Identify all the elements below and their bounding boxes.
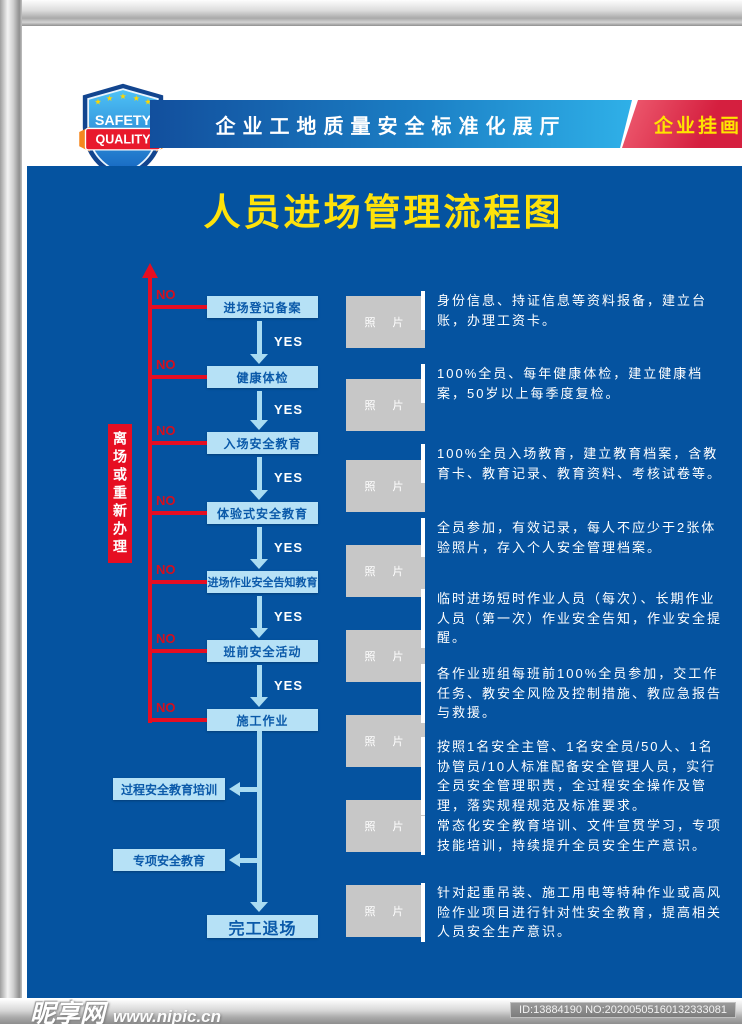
yes-arrow-head-icon (250, 420, 268, 430)
svg-text:★: ★ (144, 97, 151, 106)
photo-placeholder: 照 片 (346, 379, 425, 431)
header-title-bar: 企业工地质量安全标准化展厅 (150, 100, 632, 148)
yes-arrow-head-icon (250, 628, 268, 638)
yes-label: YES (274, 609, 304, 624)
step-description: 全员参加，有效记录，每人不应少于2张体验照片，存入个人安全管理档案。 (421, 518, 725, 557)
frame-top (0, 0, 742, 26)
step-description: 100%全员、每年健康体检，建立健康档案，50岁以上每季度复检。 (421, 364, 725, 403)
flow-step-5: 进场作业安全告知教育 (207, 571, 318, 593)
return-line (148, 278, 152, 723)
yes-arrow-line (257, 457, 262, 490)
side-step-1: 过程安全教育培训 (113, 778, 225, 800)
no-label: NO (156, 631, 176, 646)
yes-arrow-line (257, 391, 262, 420)
yes-label: YES (274, 678, 304, 693)
step-description: 各作业班组每班前100%全员参加，交工作任务、教安全风险及控制措施、教应急报告与… (421, 664, 725, 723)
yes-arrow-head-icon (250, 490, 268, 500)
trunk-line (257, 731, 262, 903)
footer-bar: 昵享网 www.nipic.cn ID:13884190 NO:20200505… (0, 998, 742, 1024)
step-description: 按照1名安全主管、1名安全员/50人、1名协管员/10人标准配备安全管理人员，实… (421, 737, 725, 815)
badge-bottom-label: QUALITY (96, 133, 152, 147)
yes-arrow-line (257, 527, 262, 559)
photo-placeholder: 照 片 (346, 545, 425, 597)
side-arrow-head-icon (229, 853, 240, 867)
yes-arrow-head-icon (250, 354, 268, 364)
flow-step-6: 班前安全活动 (207, 640, 318, 662)
header-tag-label: 企业挂画 (653, 115, 742, 137)
yes-arrow-line (257, 596, 262, 628)
yes-arrow-line (257, 665, 262, 697)
no-branch-line (150, 718, 207, 722)
photo-placeholder: 照 片 (346, 630, 425, 682)
svg-text:★: ★ (94, 97, 101, 106)
photo-placeholder: 照 片 (346, 800, 425, 852)
flow-step-4: 体验式安全教育 (207, 502, 318, 524)
flow-step-2: 健康体检 (207, 366, 318, 388)
yes-label: YES (274, 470, 304, 485)
photo-placeholder: 照 片 (346, 715, 425, 767)
no-branch-line (150, 649, 207, 653)
yes-label: YES (274, 334, 304, 349)
step-description: 身份信息、持证信息等资料报备，建立台账，办理工资卡。 (421, 291, 725, 330)
step-description: 常态化安全教育培训、文件宣贯学习，专项技能培训，持续提升全员安全生产意识。 (421, 816, 725, 855)
yes-label: YES (274, 402, 304, 417)
no-label: NO (156, 287, 176, 302)
frame-left (0, 0, 22, 1024)
footer-id: ID:13884190 NO:20200505160132333081 (510, 1002, 736, 1018)
reject-box: 离场或重新办理 (108, 424, 132, 563)
watermark: 昵享网 www.nipic.cn (30, 994, 221, 1024)
no-branch-line (150, 511, 207, 515)
no-label: NO (156, 357, 176, 372)
no-branch-line (150, 305, 207, 309)
side-arrow-head-icon (229, 782, 240, 796)
no-branch-line (150, 441, 207, 445)
yes-arrow-head-icon (250, 697, 268, 707)
step-description: 100%全员入场教育，建立教育档案，含教育卡、教育记录、教育资料、考核试卷等。 (421, 444, 725, 483)
step-description: 针对起重吊装、施工用电等特种作业或高风险作业项目进行针对性安全教育，提高相关人员… (421, 883, 725, 942)
svg-text:★: ★ (106, 94, 113, 103)
flow-step-end: 完工退场 (207, 915, 318, 938)
svg-text:★: ★ (133, 94, 140, 103)
photo-placeholder: 照 片 (346, 460, 425, 512)
no-branch-line (150, 375, 207, 379)
flow-step-1: 进场登记备案 (207, 296, 318, 318)
watermark-site: 昵享网 (30, 1000, 106, 1024)
svg-text:★: ★ (119, 92, 126, 101)
no-label: NO (156, 493, 176, 508)
side-arrow-line (240, 858, 262, 863)
side-step-2: 专项安全教育 (113, 849, 225, 871)
flow-step-7: 施工作业 (207, 709, 318, 731)
badge-top-label: SAFETY (95, 113, 152, 129)
safety-quality-badge-icon: ★ ★ ★ ★ ★ SAFETY QUALITY (79, 83, 167, 181)
yes-arrow-line (257, 321, 262, 354)
side-arrow-line (240, 787, 262, 792)
no-label: NO (156, 562, 176, 577)
header-tag: 企业挂画 (622, 100, 742, 148)
yes-arrow-head-icon (250, 559, 268, 569)
step-description: 临时进场短时作业人员（每次）、长期作业人员（第一次）作业安全告知，作业安全提醒。 (421, 589, 725, 648)
end-arrow-head-icon (250, 902, 268, 912)
yes-label: YES (274, 540, 304, 555)
return-arrow-up-icon (142, 263, 158, 278)
flow-step-3: 入场安全教育 (207, 432, 318, 454)
no-label: NO (156, 700, 176, 715)
no-branch-line (150, 580, 207, 584)
header-title: 企业工地质量安全标准化展厅 (215, 115, 567, 138)
no-label: NO (156, 423, 176, 438)
poster-title: 人员进场管理流程图 (203, 190, 564, 234)
watermark-url: www.nipic.cn (113, 1007, 222, 1024)
header: ★ ★ ★ ★ ★ SAFETY QUALITY 企业工地质量安全标准化展厅 企… (22, 26, 742, 181)
photo-placeholder: 照 片 (346, 296, 425, 348)
photo-placeholder: 照 片 (346, 885, 425, 937)
